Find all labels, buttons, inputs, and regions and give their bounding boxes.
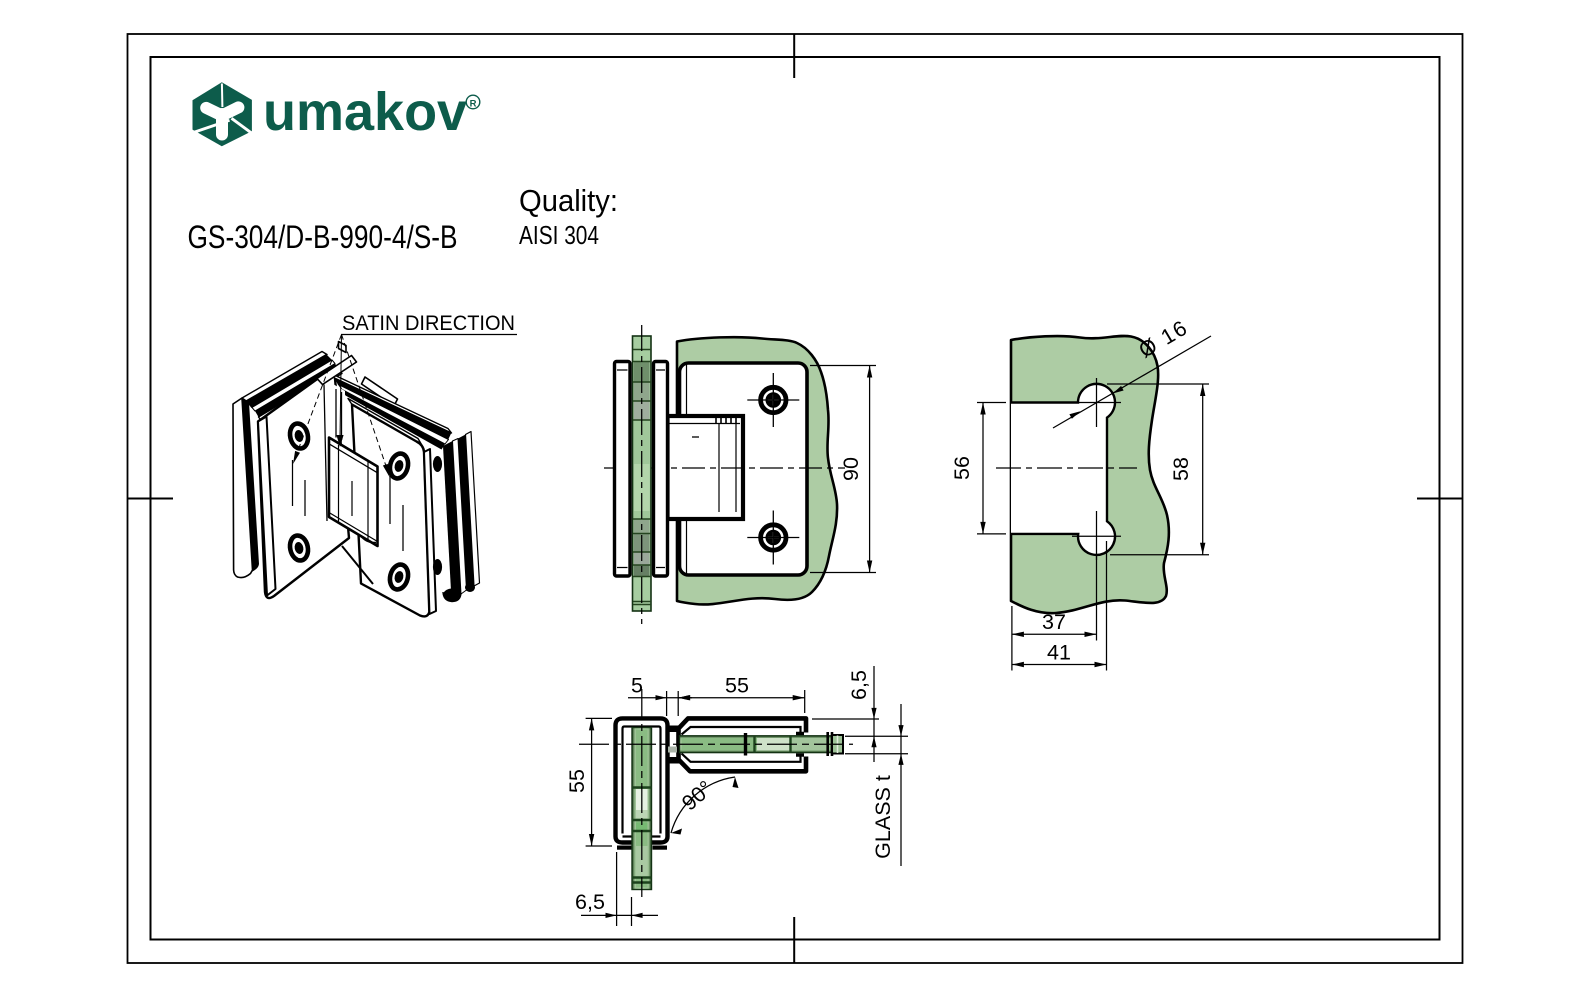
svg-text:GS-304/D-B-990-4/S-B: GS-304/D-B-990-4/S-B [188,221,458,256]
svg-text:umakov: umakov [263,82,467,142]
svg-text:5: 5 [631,674,643,698]
svg-text:6,5: 6,5 [575,890,605,914]
svg-text:90: 90 [839,457,863,481]
svg-text:Ø 16: Ø 16 [1135,315,1193,362]
svg-text:90°: 90° [677,776,717,815]
svg-text:56: 56 [950,456,974,480]
svg-text:37: 37 [1042,610,1066,634]
svg-text:55: 55 [565,769,589,793]
svg-text:58: 58 [1169,457,1193,481]
svg-text:41: 41 [1047,641,1071,665]
svg-text:SATIN DIRECTION: SATIN DIRECTION [342,311,515,335]
svg-text:R: R [470,98,477,109]
svg-text:Quality:: Quality: [519,183,618,218]
svg-text:GLASS t: GLASS t [871,775,895,859]
svg-text:6,5: 6,5 [847,670,871,700]
svg-text:AISI 304: AISI 304 [519,220,599,250]
svg-text:55: 55 [725,674,749,698]
